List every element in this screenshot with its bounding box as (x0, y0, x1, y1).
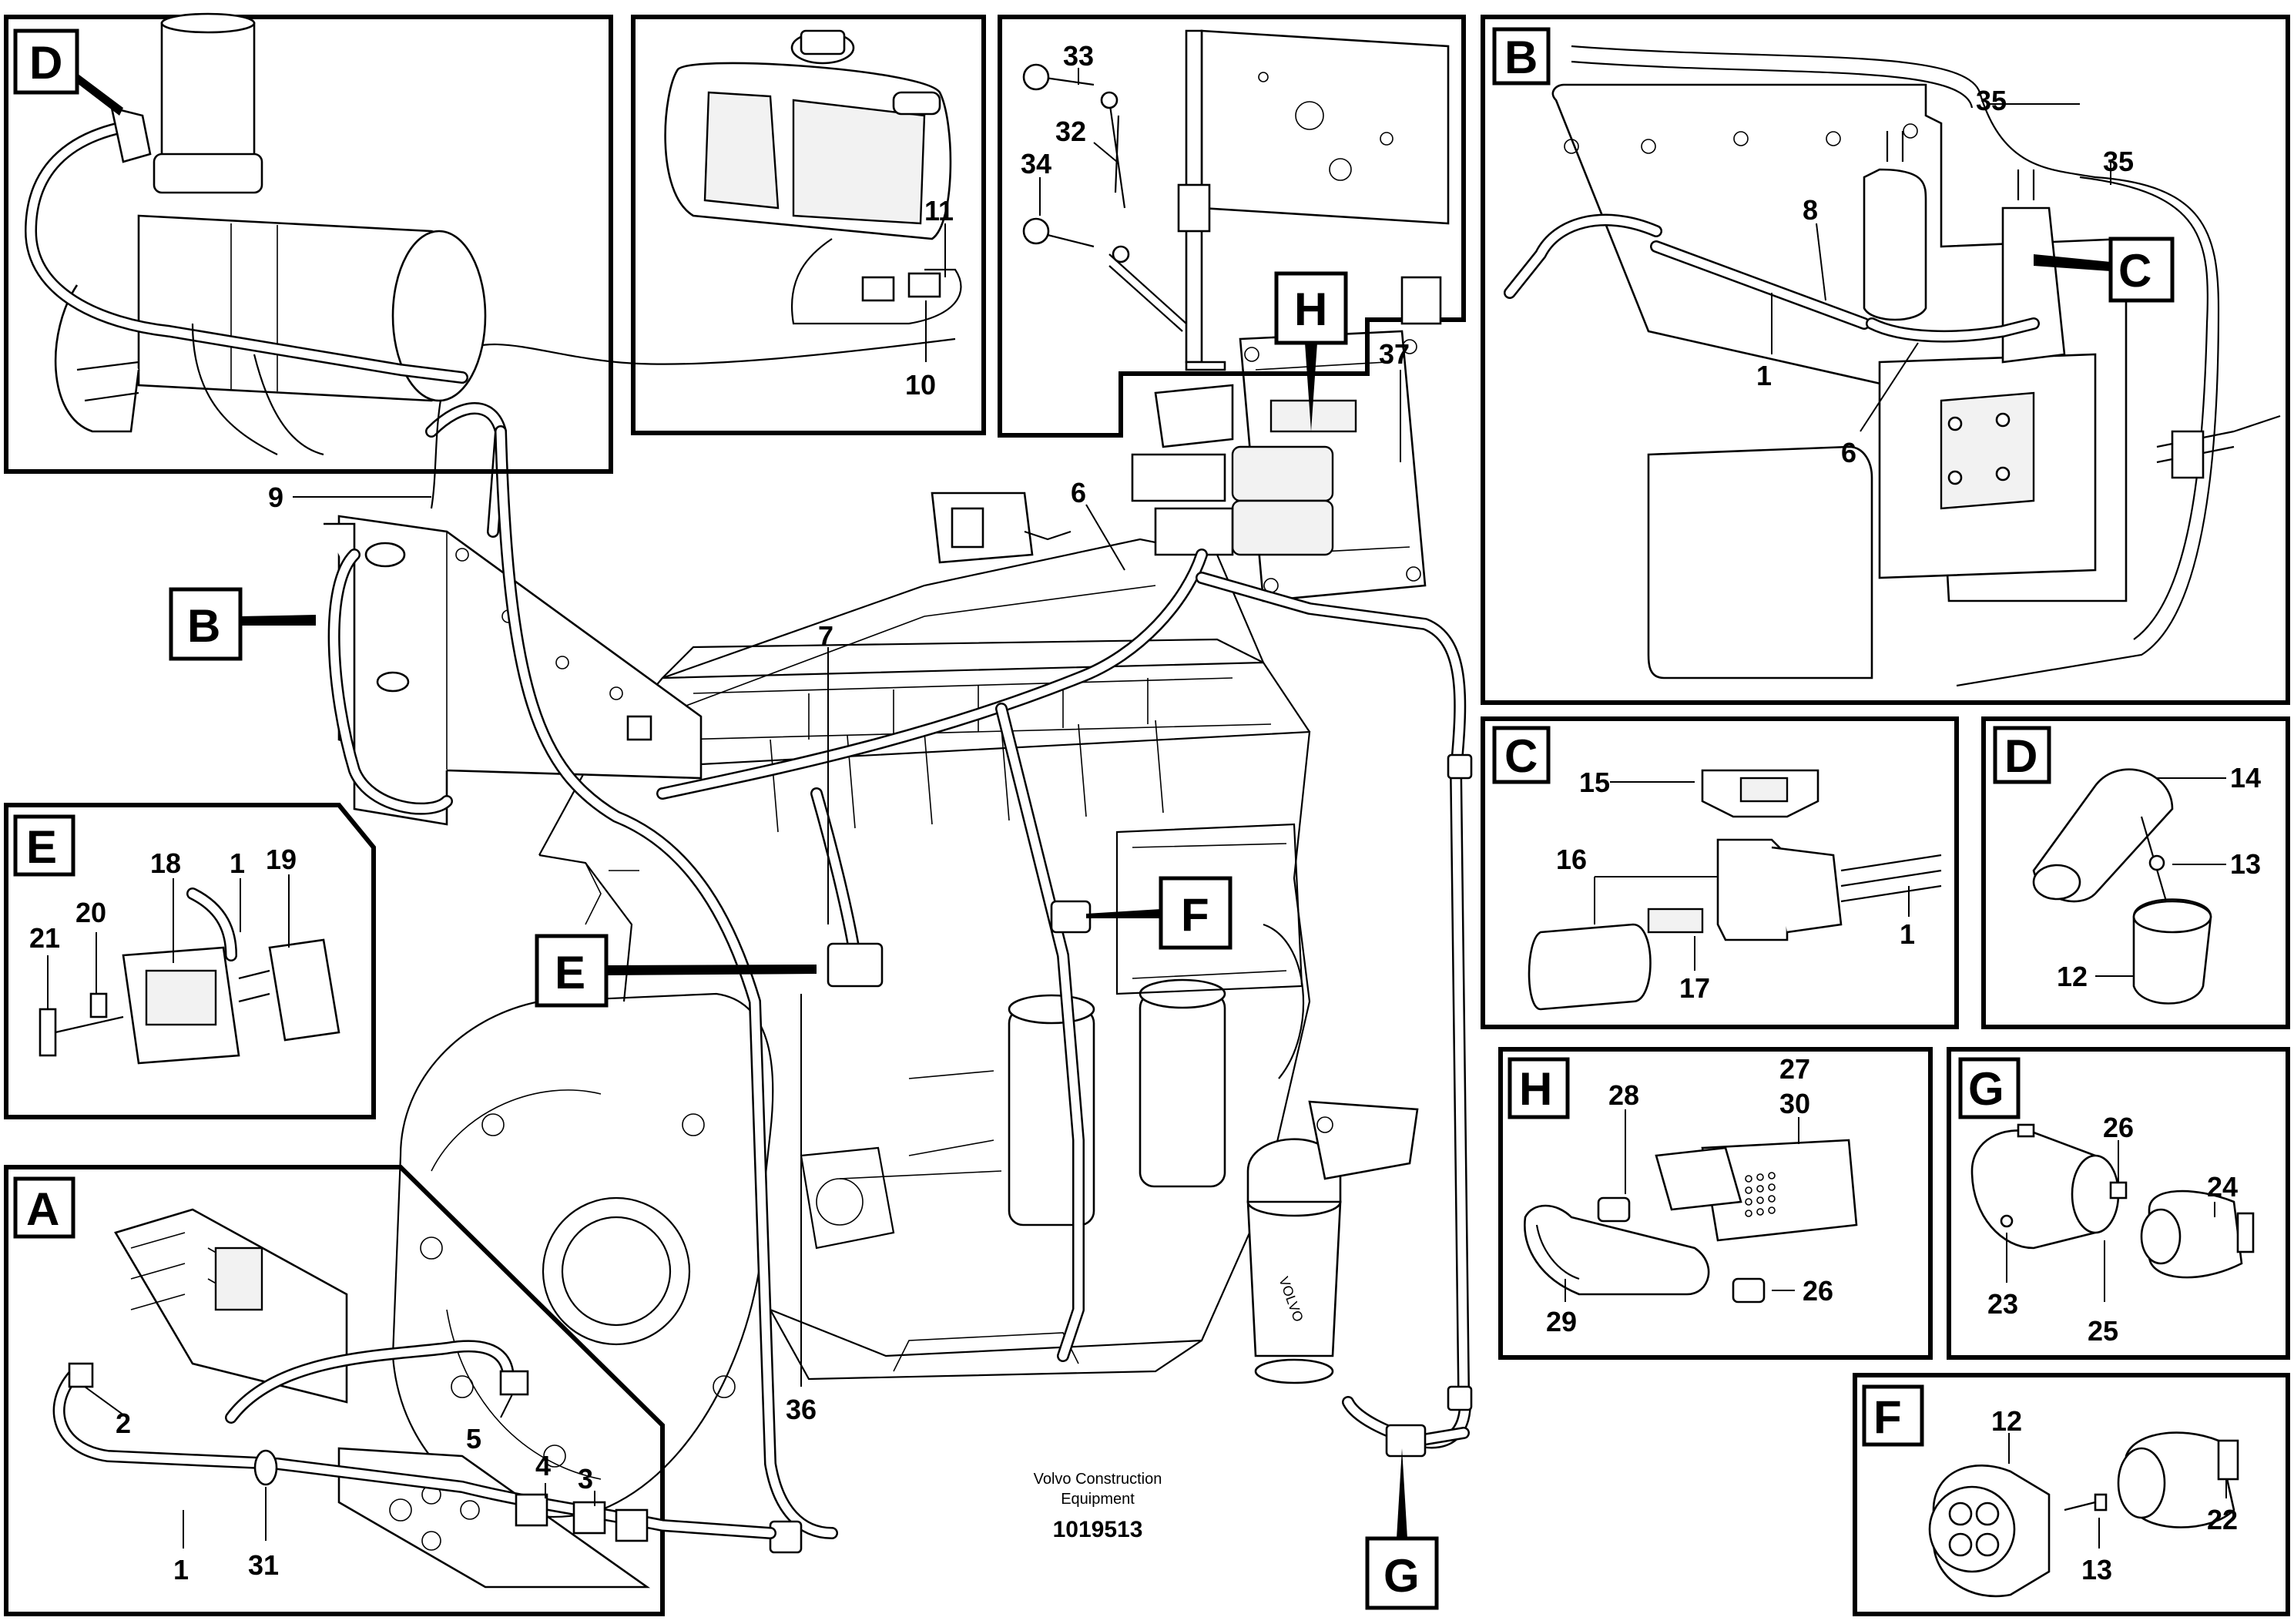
callout-letter-H: H (1294, 284, 1327, 335)
inset-G-callout-23: 23 (1987, 1288, 2018, 1320)
credit-line-2: Equipment (1061, 1491, 1135, 1508)
bracket-callout-34: 34 (1021, 148, 1051, 180)
inset-H-letter: H (1519, 1063, 1552, 1115)
inset-F-plug: F 12 22 13 (1853, 1373, 2290, 1616)
main-callouts: 9 6 7 36 37 B H E F G Volvo Constructi (169, 271, 1439, 1610)
tank-callout-10: 10 (905, 369, 936, 401)
connector-pin-grid (1745, 1172, 1776, 1217)
inset-D-callout-14: 14 (2230, 762, 2261, 794)
inset-F-callout-12: 12 (1991, 1405, 2022, 1437)
inset-G-callout-24: 24 (2207, 1171, 2238, 1203)
inset-A-callout-2: 2 (116, 1408, 131, 1439)
callout-letter-F: F (1181, 889, 1209, 941)
inset-B-letter: B (1504, 32, 1538, 83)
callout-36: 36 (786, 1394, 817, 1425)
inset-A-letter: A (26, 1183, 59, 1235)
inset-C-letter: C (1504, 730, 1538, 782)
callout-box-H[interactable] (1274, 271, 1348, 345)
inset-E-letter: E (26, 821, 57, 873)
inset-D-callout-13: 13 (2230, 848, 2261, 880)
inset-F-callout-22: 22 (2207, 1504, 2238, 1535)
inset-A-callout-31: 31 (248, 1549, 279, 1581)
inset-G-callout-26: 26 (2103, 1112, 2134, 1143)
inset-E-callout-21: 21 (29, 922, 60, 954)
inset-top-left-air-filter: D (4, 12, 613, 474)
inset-H-callout-27: 27 (1779, 1053, 1810, 1085)
inset-B-relay-panel: B 35 35 8 1 6 C (1481, 15, 2290, 705)
callout-9: 9 (268, 481, 283, 513)
tank-callout-11: 11 (924, 195, 954, 226)
inset-E-callout-20: 20 (75, 897, 106, 928)
inset-F-callout-13: 13 (2081, 1554, 2112, 1585)
inset-D-callout-12: 12 (2057, 961, 2088, 992)
inset-G-callout-25: 25 (2088, 1315, 2118, 1347)
inset-H-callout-29: 29 (1546, 1306, 1577, 1337)
inset-B-callout-35b: 35 (2103, 146, 2134, 177)
inset-A-cab-connection: A 2 5 4 3 1 31 (4, 1165, 776, 1616)
inset-C-callout-16: 16 (1556, 844, 1587, 875)
callout-37: 37 (1379, 338, 1410, 370)
callout-box-E[interactable] (535, 934, 609, 1008)
callout-box-F[interactable] (1159, 876, 1233, 950)
inset-D-sensor: D 14 13 12 (1981, 716, 2290, 1029)
inset-ecu-bracket: 33 32 34 (998, 15, 1466, 438)
inset-coolant-tank: 11 10 (631, 15, 986, 435)
inset-A-callout-5: 5 (466, 1423, 481, 1455)
inset-B-ref-C: C (2118, 245, 2151, 297)
callout-6: 6 (1071, 477, 1086, 508)
inset-H-callout-26: 26 (1803, 1275, 1833, 1307)
bracket-callout-32: 32 (1055, 116, 1086, 147)
engine-illustration: VOLVO (324, 330, 1473, 1554)
bracket-callout-33: 33 (1063, 40, 1094, 72)
inset-B-callout-35a: 35 (1976, 85, 2007, 116)
inset-H-callout-30: 30 (1779, 1088, 1810, 1119)
inset-B-callout-6: 6 (1841, 437, 1856, 468)
inset-C-connector: C 15 16 17 1 (1481, 716, 1959, 1029)
inset-H-ecu-connector: H 28 27 30 29 26 (1498, 1047, 1933, 1360)
inset-A-callout-4: 4 (535, 1450, 551, 1481)
inset-E-callout-18: 18 (150, 847, 181, 879)
credit-line-1: Volvo Construction (1034, 1471, 1162, 1488)
inset-C-callout-17: 17 (1679, 972, 1710, 1004)
drawing-number: 1019513 (1053, 1517, 1143, 1542)
inset-B-callout-8: 8 (1803, 194, 1818, 226)
inset-C-callout-1: 1 (1900, 918, 1915, 950)
callout-box-G[interactable] (1365, 1536, 1439, 1610)
callout-7: 7 (818, 620, 833, 652)
inset-D-letter: D (2004, 730, 2037, 782)
inset-E-relay: E 18 1 19 21 20 (4, 803, 376, 1119)
inset-A-callout-3: 3 (578, 1463, 593, 1495)
inset-H-callout-28: 28 (1608, 1079, 1639, 1111)
inset-G-letter: G (1968, 1063, 2004, 1115)
inset-A-callout-1: 1 (173, 1554, 189, 1585)
inset-B-callout-1: 1 (1756, 360, 1772, 391)
callout-letter-E: E (555, 947, 585, 998)
inset-F-letter: F (1873, 1391, 1902, 1443)
callout-letter-B: B (187, 600, 220, 652)
inset-G-plug: G 26 24 23 25 (1947, 1047, 2290, 1360)
inset-C-callout-15: 15 (1579, 767, 1610, 798)
inset-E-callout-1: 1 (230, 847, 245, 879)
callout-letter-G: G (1383, 1550, 1420, 1602)
inset-top-D-letter: D (29, 37, 62, 89)
inset-E-callout-19: 19 (266, 844, 297, 875)
